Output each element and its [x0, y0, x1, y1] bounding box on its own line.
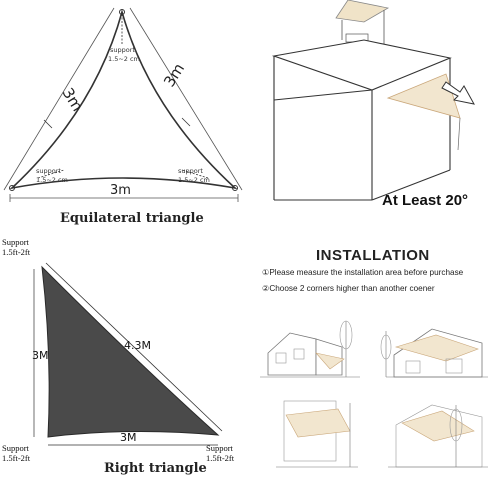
roof-sail-icon: [335, 0, 390, 23]
support-bottom-left: Support 1.5ft-2ft: [2, 443, 31, 463]
support-measure-right: [181, 169, 209, 179]
support-top-left: Support 1.5ft-2ft: [2, 237, 31, 257]
support-bottom-right: Support 1.5ft-2ft: [206, 443, 235, 463]
bottom-side-label: 3M: [120, 431, 137, 444]
support-top-range: 1.5~2 cm: [108, 55, 140, 63]
corner-ring-left: [9, 185, 15, 191]
support-left-label: support: [36, 167, 61, 175]
building-angle-panel: At Least 20°: [246, 0, 492, 235]
installation-step-2: ②Choose 2 corners higher than another co…: [262, 284, 435, 293]
cream-sail: [386, 73, 461, 119]
installation-title: INSTALLATION: [316, 247, 430, 264]
patio-illustration-4: [388, 404, 488, 468]
building-diagram: [271, 0, 475, 201]
building-roof: [271, 39, 452, 91]
support-left-range: 1.5~2 cm: [36, 176, 68, 184]
house-illustration-1: [260, 320, 360, 378]
hypotenuse-dimension-line: [45, 262, 223, 432]
angle-label: At Least 20°: [382, 192, 469, 209]
equilateral-caption: Equilateral triangle: [60, 211, 204, 226]
equilateral-sail-outline: [9, 9, 238, 190]
hypotenuse-label: 4.3M: [124, 339, 151, 352]
support-right-range: 1.5~2 cm: [178, 176, 210, 184]
dimension-line-right: [129, 7, 243, 191]
equilateral-triangle-diagram: 3m 3m 3m support 1.5~2 cm support 1.5~2 …: [3, 7, 243, 202]
installation-step-1: ①Please measure the installation area be…: [262, 268, 464, 277]
support-right-label: support: [178, 167, 203, 175]
right-triangle-sail: [41, 265, 220, 438]
side-bottom-label: 3m: [110, 183, 131, 198]
support-measure-left: [37, 169, 65, 179]
right-triangle-caption: Right triangle: [104, 461, 207, 476]
building-base-right: [371, 169, 451, 201]
right-triangle-diagram: 3M 4.3M 3M: [32, 262, 223, 446]
corner-ring-right: [232, 185, 238, 191]
angle-arrow-icon: [441, 81, 475, 105]
installation-illustrations: [260, 320, 488, 468]
equilateral-triangle-panel: 3m 3m 3m support 1.5~2 cm support 1.5~2 …: [0, 0, 246, 235]
support-top-label: support: [110, 46, 135, 54]
right-triangle-panel: 3M 4.3M 3M Support 1.5ft-2ft Support 1.5…: [0, 235, 246, 479]
dimension-line-left: [3, 7, 115, 191]
side-right-label: 3m: [160, 60, 188, 90]
support-measure-side-left: [43, 119, 53, 129]
house-illustration-2: [380, 328, 488, 378]
support-measure-side-right: [181, 117, 191, 127]
installation-panel: INSTALLATION ①Please measure the install…: [246, 235, 492, 479]
patio-illustration-3: [276, 400, 358, 468]
vertical-side-label: 3M: [32, 349, 49, 362]
